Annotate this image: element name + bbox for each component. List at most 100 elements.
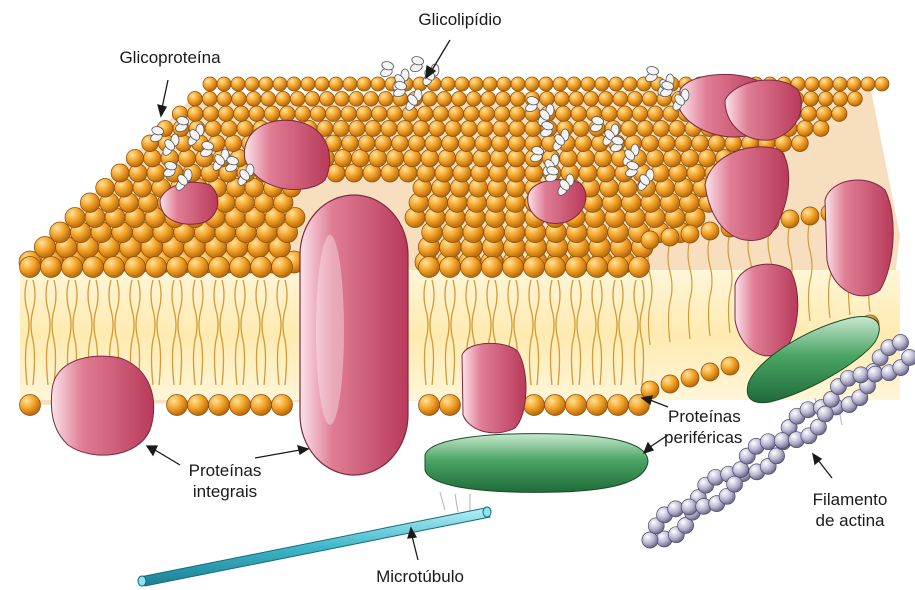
lipid-head — [475, 135, 492, 152]
lipid-head — [246, 92, 261, 107]
lipid-head — [524, 257, 545, 278]
actin-bead — [893, 335, 909, 351]
lipid-head — [598, 92, 613, 107]
lipid-head — [413, 121, 429, 137]
lipid-head — [371, 77, 385, 91]
lipid-head — [587, 395, 608, 416]
lipid-head — [315, 77, 329, 91]
lipid-head — [609, 77, 623, 91]
lipid-head — [290, 92, 305, 107]
lipid-head — [816, 106, 831, 121]
lipid-head — [448, 106, 463, 121]
lipid-head — [801, 106, 816, 121]
lipid-head — [259, 77, 273, 91]
lipid-head — [556, 106, 571, 121]
lipid-head — [209, 257, 230, 278]
lipid-head — [245, 77, 259, 91]
lipid-head — [381, 121, 397, 137]
lipid-head — [701, 363, 719, 381]
lipid-head — [251, 257, 272, 278]
lipid-head — [621, 121, 637, 137]
lipid-head — [479, 106, 494, 121]
lipid-head — [333, 121, 349, 137]
lipid-head — [433, 106, 448, 121]
lipid-head — [425, 135, 442, 152]
lipid-head — [125, 257, 146, 278]
lipid-head — [188, 92, 203, 107]
lipid-head — [813, 121, 829, 137]
lipid-head — [287, 77, 301, 91]
lipid-head — [96, 179, 115, 198]
lipid-head — [203, 77, 217, 91]
lipid-head — [575, 135, 592, 152]
lipid-head — [540, 92, 555, 107]
lipid-head — [819, 77, 833, 91]
lipid-head — [681, 369, 699, 387]
lipid-head — [629, 257, 650, 278]
lipid-head — [205, 121, 221, 137]
lipid-head — [217, 77, 231, 91]
label-microtubulo: Microtúbulo — [355, 567, 485, 587]
lipid-head — [661, 228, 679, 246]
lipid-head — [553, 77, 567, 91]
lipid-head — [372, 106, 387, 121]
lipid-head — [178, 150, 195, 167]
actin-bead — [681, 499, 697, 515]
lipid-head — [419, 395, 440, 416]
lipid-head — [637, 121, 653, 137]
lipid-head — [326, 106, 341, 121]
lipid-head — [209, 395, 230, 416]
lipid-head — [632, 106, 647, 121]
lipid-head — [577, 150, 594, 167]
lipid-head — [569, 92, 584, 107]
lipid-head — [664, 150, 681, 167]
lipid-head — [681, 150, 698, 167]
lipid-head — [83, 257, 104, 278]
lipid-head — [329, 77, 343, 91]
lipid-head — [280, 106, 295, 121]
lipid-head — [494, 106, 509, 121]
lipid-head — [440, 257, 461, 278]
label-proteinas-perifericas-line1: Proteínas — [668, 407, 741, 427]
lipid-head — [422, 92, 437, 107]
lipid-head — [144, 150, 161, 167]
lipid-head — [525, 77, 539, 91]
lipid-head — [594, 150, 611, 167]
lipid-head — [510, 106, 525, 121]
lipid-head — [473, 150, 490, 167]
lipid-head — [642, 135, 659, 152]
lipid-head — [608, 395, 629, 416]
actin-bead — [642, 532, 658, 548]
lipid-head — [658, 135, 675, 152]
lipid-head — [272, 395, 293, 416]
integral-protein-transmembrane — [300, 195, 408, 475]
lipid-head — [698, 150, 715, 167]
lipid-head — [510, 92, 525, 107]
lipid-head — [230, 395, 251, 416]
actin-bead — [774, 433, 790, 449]
lipid-head — [397, 121, 413, 137]
lipid-head — [442, 135, 459, 152]
lipid-head — [477, 121, 493, 137]
lipid-head — [188, 395, 209, 416]
lipid-head — [509, 121, 525, 137]
lipid-head — [438, 150, 455, 167]
lipid-head — [554, 92, 569, 107]
lipid-head — [301, 77, 315, 91]
lipid-head — [62, 257, 83, 278]
lipid-head — [492, 135, 509, 152]
lipid-head — [648, 106, 663, 121]
lipid-head — [342, 135, 359, 152]
lipid-head — [167, 257, 188, 278]
lipid-head — [404, 150, 421, 167]
lipid-head — [481, 92, 496, 107]
lipid-head — [545, 257, 566, 278]
lipid-head — [202, 92, 217, 107]
lipid-head — [104, 257, 125, 278]
lipid-head — [708, 135, 725, 152]
lipid-head — [721, 357, 739, 375]
lipid-head — [455, 77, 469, 91]
lipid-head — [496, 92, 511, 107]
lipid-head — [273, 77, 287, 91]
lipid-head — [675, 135, 692, 152]
